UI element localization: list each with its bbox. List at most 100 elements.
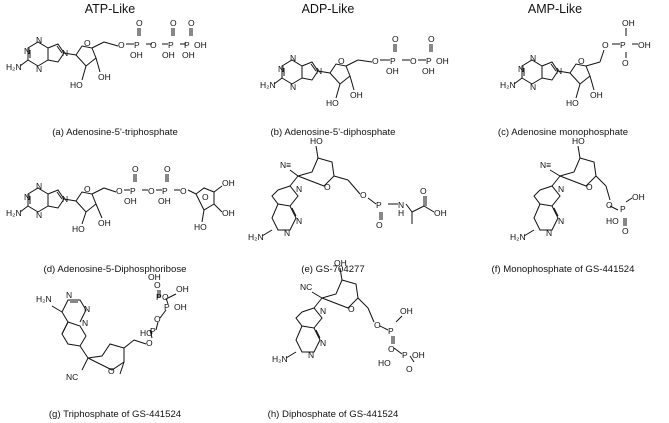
- label-e-h: H: [398, 208, 404, 218]
- label-e-p: P: [376, 200, 382, 210]
- label-e-n1: N: [296, 184, 302, 194]
- label-a-oh: OH: [98, 72, 111, 82]
- label-a-p3: P: [184, 40, 190, 50]
- label-b-n1: N: [290, 53, 296, 63]
- label-a-n3: N: [36, 64, 42, 74]
- label-b-o1: O: [372, 56, 379, 66]
- label-e-n3: N: [284, 228, 290, 238]
- label-a-p1: P: [134, 40, 140, 50]
- label-g-o2: O: [154, 314, 161, 324]
- label-a-oh2: OH: [162, 50, 175, 60]
- label-d-o-ring2: O: [202, 192, 209, 202]
- label-f-ho2: HO: [606, 216, 619, 226]
- label-h-o1: O: [374, 320, 381, 330]
- label-d-n1: N: [36, 181, 42, 191]
- label-a-o5: O: [188, 18, 195, 28]
- label-g-ho1: HO: [140, 328, 153, 338]
- label-g-o4: O: [154, 280, 161, 290]
- label-h-p2: P: [402, 350, 408, 360]
- caption-g: (g) Triphosphate of GS-441524: [48, 409, 182, 420]
- label-d-n3: N: [36, 210, 42, 220]
- caption-h: (h) Diphosphate of GS-441524: [267, 409, 399, 420]
- structure-f: [523, 145, 633, 237]
- structure-h: [285, 267, 415, 363]
- label-b-n2: N: [278, 64, 284, 74]
- label-e-oh: OH: [434, 208, 447, 218]
- label-a-oh3: OH: [194, 40, 207, 50]
- label-a-o2: O: [136, 18, 143, 28]
- label-c-n4: N: [556, 66, 562, 76]
- label-h-o-ring: O: [348, 304, 355, 314]
- label-g-oh3: OH: [176, 284, 189, 294]
- label-c-n2: N: [518, 64, 524, 74]
- label-h-p1: P: [388, 326, 394, 336]
- label-d-ho: HO: [72, 224, 85, 234]
- label-d-oh3: OH: [222, 178, 235, 188]
- label-e-o3: O: [420, 186, 427, 196]
- label-d-o3: O: [148, 186, 155, 196]
- label-c-nh2: H₂N: [500, 80, 516, 90]
- structure-a: [19, 28, 193, 81]
- label-a-p2: P: [168, 40, 174, 50]
- header-adp-like: ADP-Like: [301, 2, 355, 16]
- label-d-oh2: OH: [158, 196, 171, 206]
- label-d-o4: O: [164, 164, 171, 174]
- label-a-n2: N: [24, 46, 30, 56]
- label-c-o2: O: [622, 58, 629, 68]
- label-h-oh-top: OH: [334, 258, 347, 268]
- label-a-o-ring: O: [84, 38, 91, 48]
- label-g-n1: N: [66, 290, 72, 300]
- label-h-n1: N: [320, 306, 326, 316]
- label-e-n2: N: [296, 216, 302, 226]
- label-e-n: N: [398, 200, 404, 210]
- label-f-oh1: OH: [632, 192, 645, 202]
- label-d-p1: P: [130, 186, 136, 196]
- label-g-p2: P: [164, 302, 170, 312]
- label-a-ho: HO: [70, 80, 83, 90]
- label-c-o1: O: [602, 40, 609, 50]
- label-d-p2: P: [162, 186, 168, 196]
- label-h-n3: N: [308, 350, 314, 360]
- label-b-o4: O: [428, 34, 435, 44]
- caption-f: (f) Monophosphate of GS-441524: [491, 264, 635, 275]
- label-g-o-ring: O: [108, 366, 115, 376]
- label-a-n1: N: [36, 35, 42, 45]
- header-atp-like: ATP-Like: [84, 2, 136, 16]
- label-e-o1: O: [360, 190, 367, 200]
- label-a-o4: O: [170, 18, 177, 28]
- label-c-o-ring: O: [578, 56, 585, 66]
- label-e-ho: HO: [310, 136, 323, 146]
- label-e-o-ring: O: [324, 182, 331, 192]
- label-d-nh2: H₂N: [6, 208, 22, 218]
- label-f-nh2: H₂N: [510, 232, 526, 242]
- label-b-p1: P: [390, 56, 396, 66]
- label-f-n2: N: [558, 216, 564, 226]
- caption-e: (e) GS-704277: [301, 264, 365, 275]
- label-c-oh2: OH: [638, 40, 651, 50]
- label-f-o-ring: O: [586, 182, 593, 192]
- label-f-n3: N: [546, 228, 552, 238]
- label-d-o5: O: [180, 186, 187, 196]
- label-f-n1: N: [558, 184, 564, 194]
- label-f-cn: N≡: [540, 160, 551, 170]
- label-b-p2: P: [426, 56, 432, 66]
- label-c-oh1: OH: [622, 18, 635, 28]
- structure-e: [261, 145, 435, 237]
- label-g-n3: N: [82, 318, 88, 328]
- label-d-o-ring1: O: [84, 184, 91, 194]
- label-b-oh: OH: [350, 90, 363, 100]
- label-d-oh4: OH: [222, 208, 235, 218]
- caption-c: (c) Adenosine monophosphate: [497, 127, 629, 138]
- label-g-oh1: OH: [174, 302, 187, 312]
- label-a-nh2: H₂N: [6, 62, 22, 72]
- label-g-cn: NC: [66, 372, 78, 382]
- label-f-p: P: [620, 204, 626, 214]
- label-c-p: P: [620, 40, 626, 50]
- label-h-oh2: OH: [412, 350, 425, 360]
- label-d-o1: O: [116, 186, 123, 196]
- header-amp-like: AMP-Like: [527, 2, 583, 16]
- label-c-oh: OH: [590, 90, 603, 100]
- label-g-p1: P: [150, 326, 156, 336]
- label-d-o2: O: [132, 164, 139, 174]
